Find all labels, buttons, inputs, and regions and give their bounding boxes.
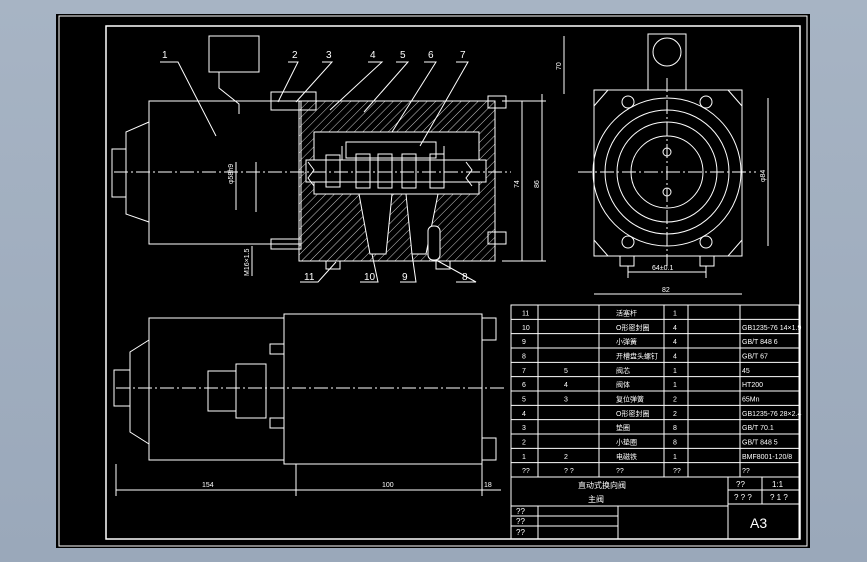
bom-cell-name: 复位弹簧 bbox=[616, 395, 644, 404]
bom-cell-no: 10 bbox=[522, 325, 530, 332]
balloon-9: 9 bbox=[402, 272, 408, 283]
side-view bbox=[563, 33, 769, 295]
bom-cell-no: 5 bbox=[522, 397, 526, 404]
dim-right-width: 18 bbox=[484, 482, 492, 489]
dim-base-width: 82 bbox=[662, 287, 670, 294]
sheet-value: ? 1 ? bbox=[770, 493, 788, 502]
dim-right-dia: φ84 bbox=[760, 170, 767, 182]
balloon-7: 7 bbox=[460, 50, 466, 61]
bom-cell-qty: 8 bbox=[673, 425, 677, 432]
bom-cell-name: 阀体 bbox=[616, 380, 630, 389]
bom-cell-no: 8 bbox=[522, 354, 526, 361]
bom-cell-qty: 1 bbox=[673, 382, 677, 389]
bom-cell-qty: 4 bbox=[673, 339, 677, 346]
bom-cell-std: ?? bbox=[742, 468, 750, 475]
bom-cell-no: 6 bbox=[522, 382, 526, 389]
dim-height-a: 74 bbox=[514, 180, 521, 188]
outer-frame bbox=[58, 15, 808, 547]
bom-cell-std: GB/T 70.1 bbox=[742, 425, 774, 432]
title-line2: 主阀 bbox=[588, 494, 604, 504]
balloon-4: 4 bbox=[370, 50, 376, 61]
bom-cell-name: 电磁铁 bbox=[616, 452, 637, 461]
bom-cell-qty: 4 bbox=[673, 325, 677, 332]
bom-cell-mat: 2 bbox=[564, 454, 568, 461]
dim-bolt-span: 64±0.1 bbox=[652, 265, 673, 272]
balloon-3: 3 bbox=[326, 50, 332, 61]
bom-cell-std: GB1235-76 28×2.4 bbox=[742, 411, 801, 418]
balloon-1: 1 bbox=[162, 50, 168, 61]
title-block-text: 直动式换向阀 主阀 ?? 1:1 ? ? ? ? 1 ? ?? ?? ?? A3 bbox=[516, 480, 788, 537]
bom-cell-name: 垫圈 bbox=[616, 423, 630, 432]
balloon-6: 6 bbox=[428, 50, 434, 61]
sheet-size: A3 bbox=[750, 515, 767, 531]
bom-cell-name: 小弹簧 bbox=[616, 337, 637, 346]
sheet-label: ? ? ? bbox=[734, 493, 752, 502]
bom-cell-mat: 4 bbox=[564, 382, 568, 389]
bom-cell-name: 小垫圈 bbox=[616, 438, 637, 447]
bom-cell-std: HT200 bbox=[742, 382, 763, 389]
scale-value: 1:1 bbox=[772, 480, 784, 489]
scale-label: ?? bbox=[736, 480, 745, 489]
bom-cell-qty: 8 bbox=[673, 440, 677, 447]
bom-cell-std: GB/T 848 6 bbox=[742, 339, 778, 346]
balloon-11: 11 bbox=[304, 272, 315, 283]
sign-row-2: ?? bbox=[516, 517, 525, 526]
bom-cell-name: 开槽盘头螺钉 bbox=[616, 352, 658, 361]
leader-lines bbox=[160, 61, 477, 283]
front-dimension-text: φ58h9 74 86 M16×1.5 bbox=[228, 164, 541, 276]
balloon-5: 5 bbox=[400, 50, 406, 61]
bom-cell-no: 7 bbox=[522, 368, 526, 375]
bom-cell-name: O形密封圈 bbox=[616, 323, 649, 332]
bom-cell-qty: 1 bbox=[673, 311, 677, 318]
front-section-view bbox=[111, 35, 546, 276]
side-dimension-text: 70 φ84 64±0.1 82 bbox=[556, 62, 767, 294]
bom-cell-qty: 2 bbox=[673, 411, 677, 418]
bom-cell-std: GB1235-76 14×1.9 bbox=[742, 325, 801, 332]
inner-frame bbox=[105, 25, 801, 540]
bom-cell-std: BMF8001-120/8 bbox=[742, 454, 792, 461]
dim-left-width: 154 bbox=[202, 482, 214, 489]
bom-cell-no: 4 bbox=[522, 411, 526, 418]
dim-dia-shaft: φ58h9 bbox=[228, 164, 235, 184]
bom-cell-no: ?? bbox=[522, 468, 530, 475]
bom-cell-mat: 5 bbox=[564, 368, 568, 375]
bom-cell-std: GB/T 67 bbox=[742, 354, 768, 361]
plan-dimension-text: 154 100 18 bbox=[202, 482, 492, 489]
cad-drawing: 1 2 3 4 5 6 7 11 10 9 8 φ58h9 74 86 M16×… bbox=[58, 15, 808, 547]
title-line1: 直动式换向阀 bbox=[578, 480, 626, 490]
balloon-8: 8 bbox=[462, 272, 468, 283]
bom-cell-qty: ?? bbox=[673, 468, 681, 475]
bom-cell-qty: 4 bbox=[673, 354, 677, 361]
sign-row-1: ?? bbox=[516, 507, 525, 516]
bom-cell-no: 3 bbox=[522, 425, 526, 432]
bom-cell-name: O形密封圈 bbox=[616, 409, 649, 418]
bom-cell-no: 9 bbox=[522, 339, 526, 346]
dim-height-b: 86 bbox=[534, 180, 541, 188]
bom-cell-name: 阀芯 bbox=[616, 366, 630, 375]
bom-cell-no: 2 bbox=[522, 440, 526, 447]
title-block bbox=[510, 476, 800, 540]
bom-cell-std: 45 bbox=[742, 368, 750, 375]
bom-cell-name: 活塞杆 bbox=[616, 309, 637, 318]
bom-cell-std: GB/T 848 5 bbox=[742, 440, 778, 447]
dim-port: M16×1.5 bbox=[244, 248, 251, 276]
bom-cell-mat: 3 bbox=[564, 397, 568, 404]
dim-top-height: 70 bbox=[556, 62, 563, 70]
balloon-labels: 1 2 3 4 5 6 7 11 10 9 8 bbox=[162, 50, 468, 283]
plan-view bbox=[113, 313, 504, 496]
bom-cell-name: ?? bbox=[616, 468, 624, 475]
bom-cell-mat: ? ? bbox=[564, 468, 574, 475]
balloon-2: 2 bbox=[292, 50, 298, 61]
sign-row-3: ?? bbox=[516, 528, 525, 537]
bom-cell-no: 1 bbox=[522, 454, 526, 461]
drawing-viewport[interactable]: 1 2 3 4 5 6 7 11 10 9 8 φ58h9 74 86 M16×… bbox=[56, 14, 810, 548]
bom-cell-qty: 1 bbox=[673, 454, 677, 461]
bom-cell-no: 11 bbox=[522, 311, 529, 318]
bom-cell-qty: 1 bbox=[673, 368, 677, 375]
dim-mid-width: 100 bbox=[382, 482, 394, 489]
balloon-10: 10 bbox=[364, 272, 376, 283]
bom-cell-std: 65Mn bbox=[742, 397, 760, 404]
bom-cell-qty: 2 bbox=[673, 397, 677, 404]
